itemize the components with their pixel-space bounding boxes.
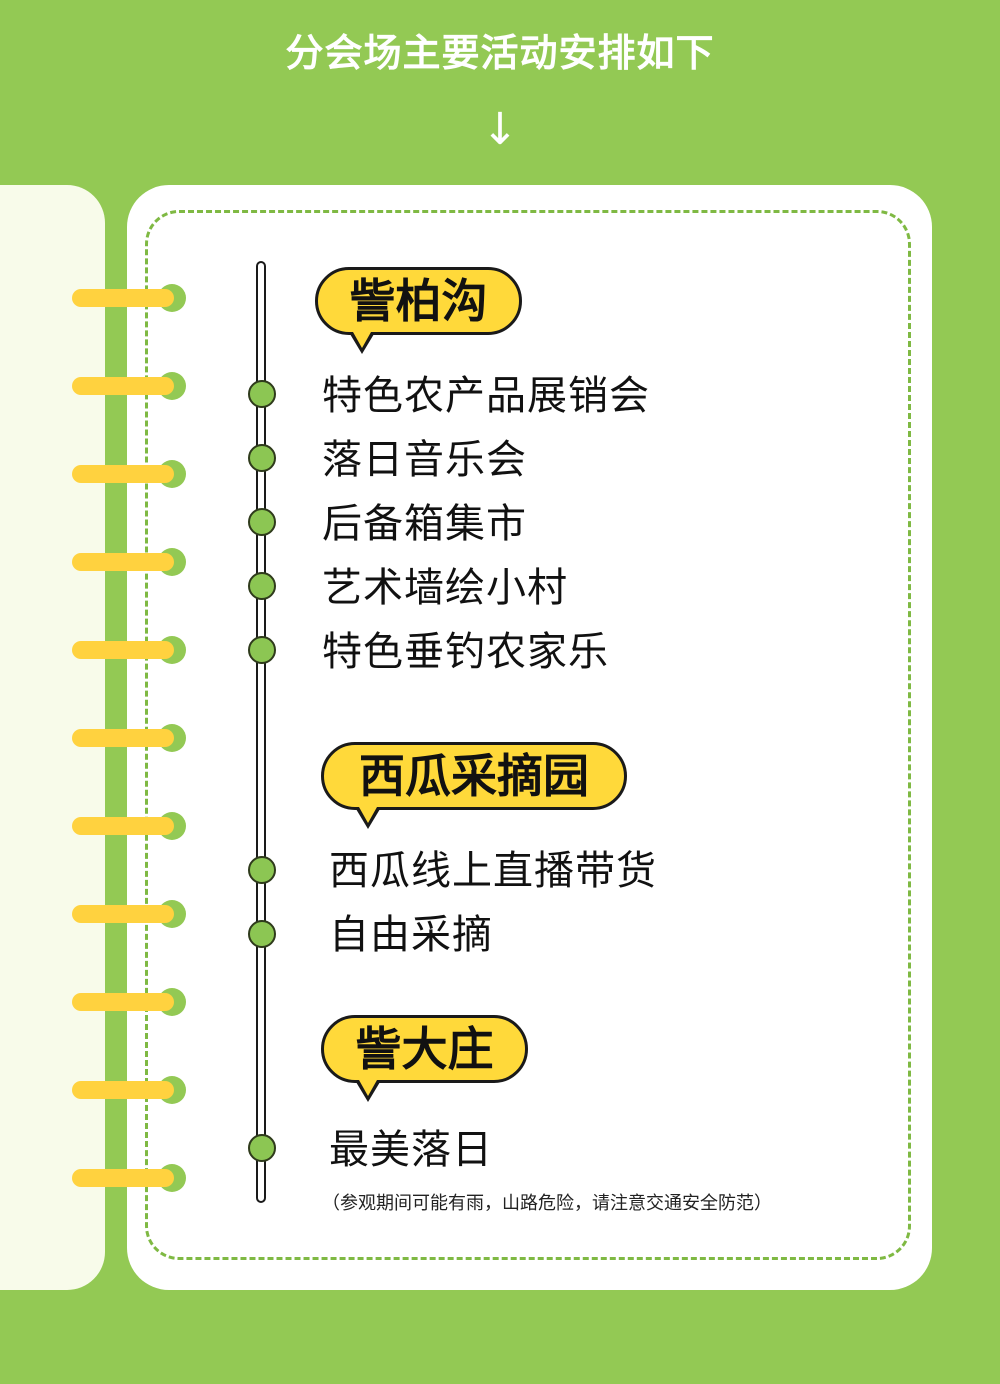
binder-ring-icon: [72, 811, 188, 841]
bubble-tail: [359, 1080, 377, 1096]
list-item: 特色农产品展销会: [322, 373, 650, 419]
timeline-dot: [248, 572, 276, 600]
list-item: 后备箱集市: [322, 501, 527, 547]
timeline-dot: [248, 856, 276, 884]
timeline-dot: [248, 636, 276, 664]
section-bubble-watermelon: 西瓜采摘园: [321, 742, 627, 810]
binder-ring-icon: [72, 899, 188, 929]
list-item: 西瓜线上直播带货: [329, 848, 657, 894]
bubble-tail: [353, 332, 371, 348]
safety-note: （参观期间可能有雨，山路危险，请注意交通安全防范）: [322, 1193, 772, 1214]
binder-ring-icon: [72, 987, 188, 1017]
binder-ring-icon: [72, 547, 188, 577]
binder-ring-icon: [72, 283, 188, 313]
binder-ring-icon: [72, 1075, 188, 1105]
binder-ring-icon: [72, 723, 188, 753]
timeline-dot: [248, 920, 276, 948]
timeline-dot: [248, 444, 276, 472]
list-item: 艺术墙绘小村: [322, 565, 568, 611]
binder-ring-icon: [72, 1163, 188, 1193]
bubble-tail: [359, 807, 377, 823]
page-title: 分会场主要活动安排如下: [285, 31, 715, 75]
binder-ring-icon: [72, 635, 188, 665]
list-item: 最美落日: [329, 1127, 493, 1173]
timeline-dot: [248, 508, 276, 536]
arrow-down-icon: ↓: [481, 104, 519, 155]
list-item: 特色垂钓农家乐: [322, 629, 609, 675]
timeline-dot: [248, 380, 276, 408]
list-item: 落日音乐会: [322, 437, 527, 483]
binder-ring-icon: [72, 371, 188, 401]
section-bubble-zibaigou: 訾柏沟: [315, 267, 522, 335]
list-item: 自由采摘: [329, 912, 493, 958]
section-bubble-zidazhuang: 訾大庄: [321, 1015, 528, 1083]
timeline-dot: [248, 1134, 276, 1162]
timeline-line: [256, 261, 266, 1203]
binder-ring-icon: [72, 459, 188, 489]
